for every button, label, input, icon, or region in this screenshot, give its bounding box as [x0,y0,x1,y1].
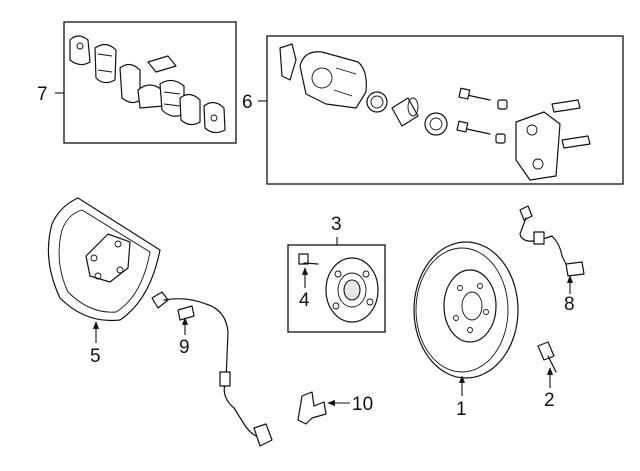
hub-bolt-shank [303,262,319,265]
caliper-box [266,35,624,185]
callout-8: 8 [564,294,575,315]
wire-clip [219,371,231,387]
callout-10: 10 [352,394,373,415]
callout-5: 5 [90,346,101,367]
pad-kit-group: 7 [37,21,237,144]
pad-clip-inner [203,101,226,134]
wire-connector [253,423,273,447]
piston-boot [424,112,448,136]
wire-grommet [177,305,195,321]
retainer-clip-upper [551,99,581,113]
hub-bolt-head [298,253,309,265]
hose-fitting-lower [565,261,585,277]
hose-fitting-upper [519,205,533,221]
brake-pad-outer [94,43,117,84]
brake-rotor: 1 [413,241,519,420]
pad-shim-inner [179,93,201,126]
pad-clip-outer [119,63,141,104]
retainer-clip-lower [561,135,591,149]
callout-3: 3 [331,214,342,235]
pad-spring [137,84,164,109]
caliper-group: 6 [242,35,624,185]
hose-bracket [533,231,545,245]
wear-indicator [147,55,177,73]
caliper-body [299,51,367,109]
callout-1: 1 [456,399,467,420]
caliper-bolt: 2 [537,341,557,411]
pin-boot-upper [497,99,508,110]
pad-shim-outer [69,35,91,66]
callout-9: 9 [179,337,190,358]
brake-hose: 8 [519,205,585,315]
piston-seal [366,91,388,113]
pin-boot-lower [495,133,506,144]
piston [391,97,419,127]
shield-hub-cutout [85,233,131,283]
hub-bearing-group: 3 4 [287,214,386,333]
pad-kit-box [63,21,237,144]
caliper-mount [515,111,561,181]
caliper-bracket-clip [279,43,297,81]
abs-sensor-wire: 9 [151,291,273,447]
rotor-hat [443,269,497,343]
callout-6: 6 [242,92,253,113]
splash-shield: 5 [47,197,161,367]
wire-bracket: 10 [297,391,373,425]
callout-2: 2 [544,390,555,411]
callout-7: 7 [37,84,48,105]
callout-4: 4 [299,290,310,311]
sensor-head [151,291,169,309]
